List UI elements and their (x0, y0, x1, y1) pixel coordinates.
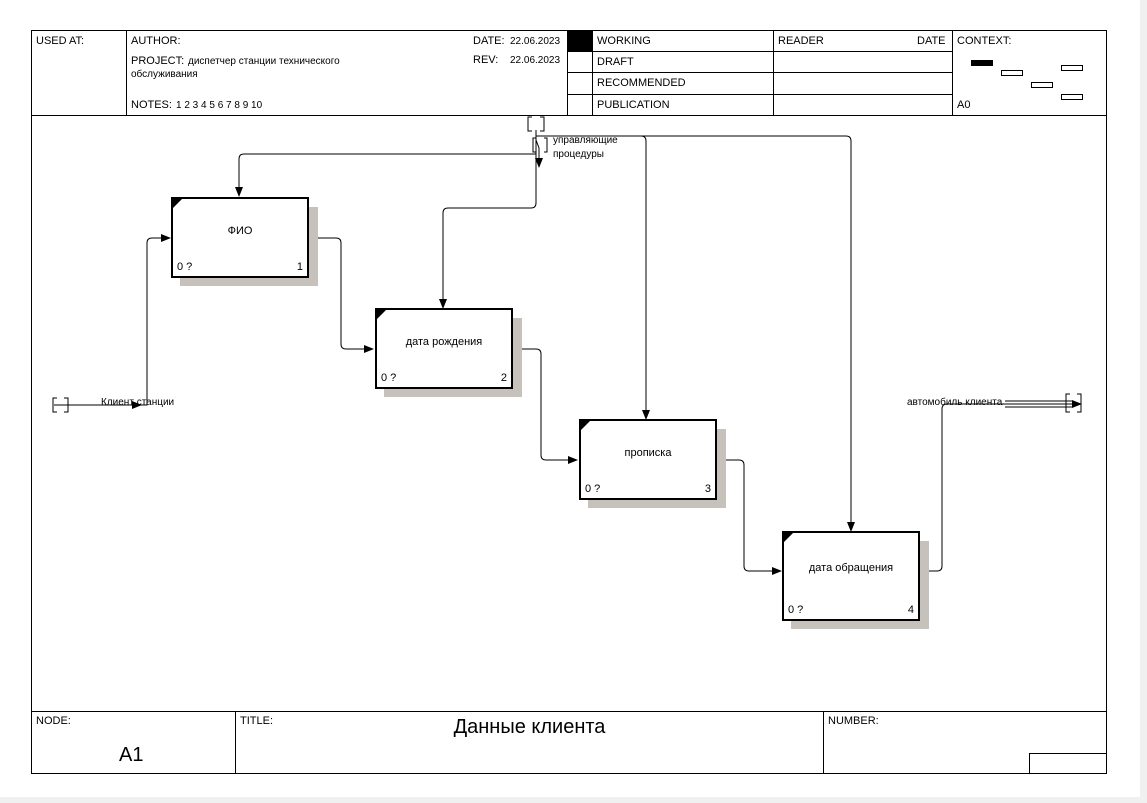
status-working: WORKING (597, 35, 651, 47)
activity-label: дата обращения (808, 562, 894, 574)
tunnel-bracket-top (527, 116, 545, 132)
divider (126, 30, 127, 116)
divider (567, 72, 952, 73)
box-corner-mark (173, 199, 182, 208)
divider (1029, 753, 1030, 774)
activity-number: 1 (296, 261, 303, 273)
context-thumb-active (971, 60, 993, 66)
date-value: 22.06.2023 (510, 36, 561, 47)
project-value: диспетчер станции технического обслужива… (131, 56, 340, 80)
control-branch-address (536, 135, 650, 420)
node-label: NODE: (36, 715, 71, 727)
notes-value: 1 2 3 4 5 6 7 8 9 10 (176, 100, 263, 111)
tunnel-bracket-input (52, 397, 69, 413)
divider (567, 30, 568, 116)
control-branch-date (641, 135, 855, 532)
input-branch-fio (141, 234, 171, 406)
diagram-title: Данные клиента (453, 716, 606, 738)
context-thumb (1001, 70, 1023, 76)
box-corner-mark (377, 310, 386, 319)
divider (1029, 753, 1107, 754)
divider (773, 30, 774, 116)
control-arrow-main (535, 130, 543, 168)
activity-cost: 0 ? (177, 261, 193, 273)
control-branch-birth (439, 154, 537, 309)
activity-box-birth-date[interactable]: дата рождения 0 ? 2 (375, 308, 513, 389)
arrow-address-to-date (717, 459, 782, 575)
control-branch-fio (235, 140, 537, 197)
activity-number: 3 (704, 483, 711, 495)
project-label: PROJECT: (131, 55, 185, 67)
activity-label: дата рождения (405, 336, 483, 348)
arrow-birth-to-address (513, 348, 578, 464)
control-arrow-label: управляющие процедуры (553, 135, 618, 160)
activity-box-fio[interactable]: ФИО 0 ? 1 (171, 197, 309, 278)
divider (567, 94, 952, 95)
status-draft: DRAFT (597, 56, 634, 68)
number-label: NUMBER: (828, 715, 879, 727)
context-thumb (1031, 82, 1053, 88)
date-label: DATE: (473, 35, 505, 47)
title-label: TITLE: (240, 715, 274, 727)
working-status-marker (568, 31, 592, 51)
author-label: AUTHOR: (131, 35, 181, 47)
activity-number: 4 (907, 604, 914, 616)
activity-number: 2 (500, 372, 507, 384)
status-recommended: RECOMMENDED (597, 77, 686, 89)
used-at-label: USED AT: (36, 35, 85, 47)
reader-date-label: DATE (917, 35, 946, 47)
notes-label: NOTES: (131, 99, 172, 111)
context-thumb (1061, 94, 1083, 100)
box-corner-mark (784, 533, 793, 542)
tunnel-bracket-control (532, 137, 548, 153)
activity-cost: 0 ? (585, 483, 601, 495)
tunnel-bracket-output (1065, 393, 1082, 413)
activity-box-request-date[interactable]: дата обращения 0 ? 4 (782, 531, 920, 621)
arrow-fio-to-birth (309, 237, 374, 353)
activity-label: ФИО (227, 225, 253, 237)
divider (823, 711, 824, 774)
status-publication: PUBLICATION (597, 99, 670, 111)
context-label: CONTEXT: (957, 35, 1012, 47)
activity-cost: 0 ? (381, 372, 397, 384)
divider (952, 30, 953, 116)
rev-value: 22.06.2023 (510, 55, 561, 66)
reader-label: READER (778, 35, 824, 47)
context-thumb (1061, 65, 1083, 71)
context-node: A0 (957, 99, 971, 111)
footer-frame (31, 711, 1107, 774)
divider (592, 30, 593, 116)
node-value: A1 (119, 744, 144, 766)
rev-label: REV: (473, 54, 499, 66)
activity-cost: 0 ? (788, 604, 804, 616)
divider (235, 711, 236, 774)
output-arrow-car (920, 400, 1082, 572)
input-arrow-label: Клиент станции (101, 397, 175, 408)
activity-label: прописка (624, 447, 672, 459)
box-corner-mark (581, 421, 590, 430)
activity-box-address[interactable]: прописка 0 ? 3 (579, 419, 717, 500)
output-arrow-label: автомобиль клиента (907, 397, 1003, 408)
divider (567, 51, 952, 52)
